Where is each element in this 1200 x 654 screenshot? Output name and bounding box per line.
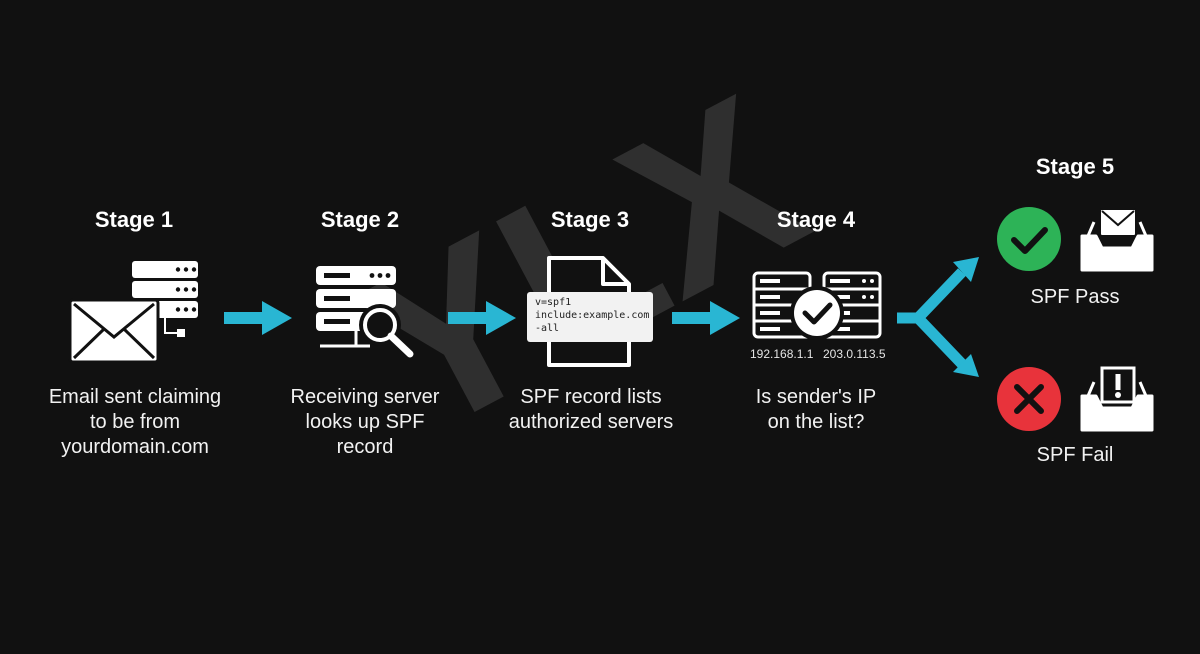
caption-line: Receiving server — [290, 386, 440, 408]
stage-1-icon — [68, 261, 198, 364]
arrow-icon — [448, 301, 516, 335]
ip-address: 192.168.1.1 — [750, 347, 814, 361]
check-circle-icon — [997, 207, 1061, 271]
caption-line: authorized servers — [508, 411, 674, 433]
x-circle-icon — [997, 367, 1061, 431]
stage-5-title: Stage 5 — [1035, 154, 1115, 179]
spf-record-line: v=spf1 — [535, 297, 572, 308]
arrow-icon — [224, 301, 292, 335]
caption-line: Is sender's IP — [755, 386, 877, 408]
server-check-icon — [752, 271, 882, 340]
stage-1-title: Stage 1 — [94, 207, 174, 232]
stage-2-title: Stage 2 — [320, 207, 400, 232]
stage-3-caption: SPF record lists authorized servers — [471, 385, 711, 435]
caption-line: SPF record lists — [520, 386, 662, 408]
inbox-alert-icon — [1080, 366, 1154, 432]
inbox-mail-icon — [1080, 208, 1154, 272]
stage-2-caption: Receiving server looks up SPF record — [245, 385, 485, 460]
server-search-icon — [316, 266, 414, 358]
spf-record-line: -all — [535, 323, 560, 334]
envelope-icon — [68, 298, 160, 364]
stage-4-caption: Is sender's IP on the list? — [696, 385, 936, 435]
spf-record-line: include:example.com — [535, 310, 650, 321]
caption-line: to be from — [89, 411, 181, 433]
ip-address: 203.0.113.5 — [823, 347, 886, 361]
caption-line: record — [336, 436, 394, 458]
spf-fail-label: SPF Fail — [1036, 444, 1114, 466]
branch-arrow-icon — [897, 257, 979, 377]
spf-pass-label: SPF Pass — [1030, 286, 1120, 308]
caption-line: on the list? — [767, 411, 865, 433]
stage-4-title: Stage 4 — [776, 207, 856, 232]
caption-line: yourdomain.com — [61, 436, 209, 458]
arrow-icon — [672, 301, 740, 335]
stage-3-title: Stage 3 — [550, 207, 630, 232]
spf-record-box: v=spf1 include:example.com -all — [527, 292, 653, 342]
stage-1-caption: Email sent claiming to be from yourdomai… — [15, 385, 255, 460]
caption-line: Email sent claiming — [48, 386, 222, 408]
caption-line: looks up SPF — [305, 411, 425, 433]
